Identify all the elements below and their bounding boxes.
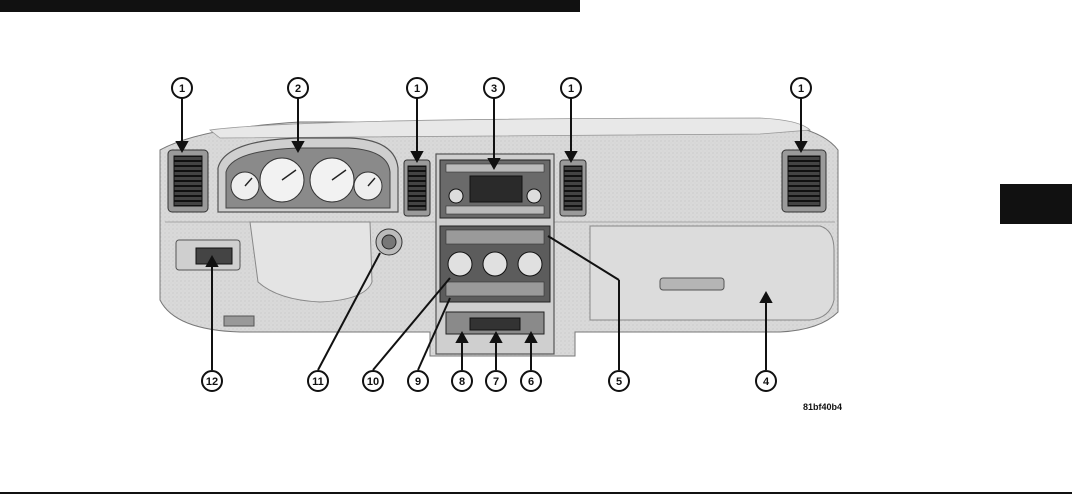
callout-12-storage: 12 — [202, 371, 222, 391]
air-outlet-right — [782, 150, 826, 212]
callout-9: 9 — [408, 371, 428, 391]
air-outlet-center-right — [560, 160, 586, 216]
figure-code: 81bf40b4 — [803, 402, 842, 412]
headlamp-switch — [376, 229, 402, 255]
svg-text:12: 12 — [206, 376, 218, 388]
air-outlet-left — [168, 150, 208, 212]
callout-3-radio: 3 — [484, 78, 504, 98]
callout-1-right-outlet: 1 — [791, 78, 811, 98]
callout-8: 8 — [452, 371, 472, 391]
pedal-bracket — [224, 316, 254, 326]
svg-text:1: 1 — [179, 83, 185, 95]
glove-box — [590, 226, 834, 320]
callout-4-glove-box: 4 — [756, 371, 776, 391]
svg-text:11: 11 — [312, 376, 324, 388]
svg-text:10: 10 — [367, 376, 379, 388]
instrument-cluster — [218, 138, 398, 212]
svg-text:2: 2 — [295, 83, 301, 95]
svg-text:1: 1 — [798, 83, 804, 95]
svg-text:1: 1 — [568, 83, 574, 95]
callout-11-headlamp: 11 — [308, 371, 328, 391]
svg-text:3: 3 — [491, 83, 497, 95]
callout-2-cluster: 2 — [288, 78, 308, 98]
callout-6: 6 — [521, 371, 541, 391]
air-outlet-center-left — [404, 160, 430, 216]
callout-10: 10 — [363, 371, 383, 391]
svg-text:1: 1 — [414, 83, 420, 95]
svg-text:7: 7 — [493, 376, 499, 388]
center-stack — [436, 154, 554, 354]
svg-text:6: 6 — [528, 376, 534, 388]
callout-5: 5 — [609, 371, 629, 391]
svg-text:5: 5 — [616, 376, 622, 388]
callout-1-center-left-outlet: 1 — [407, 78, 427, 98]
callout-1-left-outlet: 1 — [172, 78, 192, 98]
callout-1-center-right-outlet: 1 — [561, 78, 581, 98]
svg-text:8: 8 — [459, 376, 465, 388]
callout-7: 7 — [486, 371, 506, 391]
svg-text:4: 4 — [763, 376, 770, 388]
svg-text:9: 9 — [415, 376, 421, 388]
